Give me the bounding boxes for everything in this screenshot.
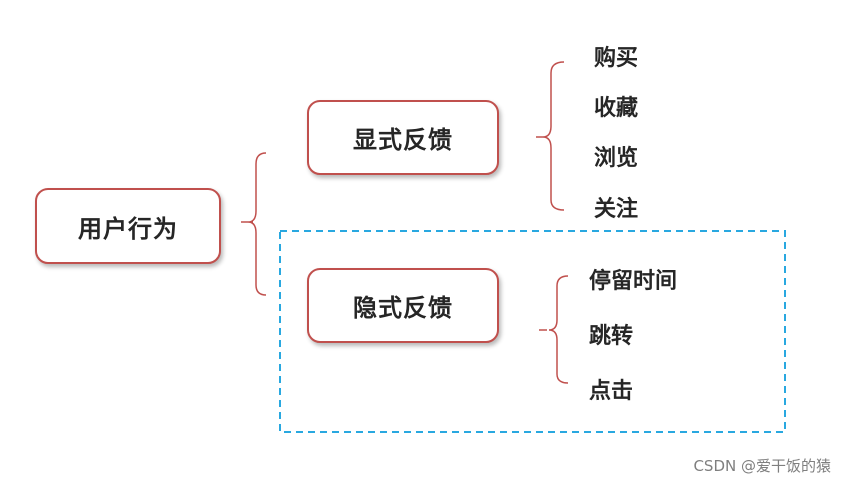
node-explicit-feedback: 显式反馈 (307, 100, 499, 175)
node-user-behavior: 用户行为 (35, 188, 221, 264)
explicit-bracket (536, 61, 565, 211)
leaf-favorite: 收藏 (594, 96, 639, 121)
leaf-dwell-time: 停留时间 (589, 269, 678, 294)
leaf-purchase: 购买 (594, 46, 639, 71)
leaf-click: 点击 (589, 379, 634, 404)
leaf-follow: 关注 (594, 197, 639, 222)
leaf-jump: 跳转 (589, 324, 634, 349)
root-bracket (241, 152, 267, 296)
csdn-watermark: CSDN @爱干饭的猿 (693, 457, 831, 475)
node-implicit-feedback: 隐式反馈 (307, 268, 499, 343)
leaf-browse: 浏览 (594, 146, 639, 171)
implicit-highlight-box (279, 230, 786, 433)
implicit-bracket (539, 275, 569, 384)
